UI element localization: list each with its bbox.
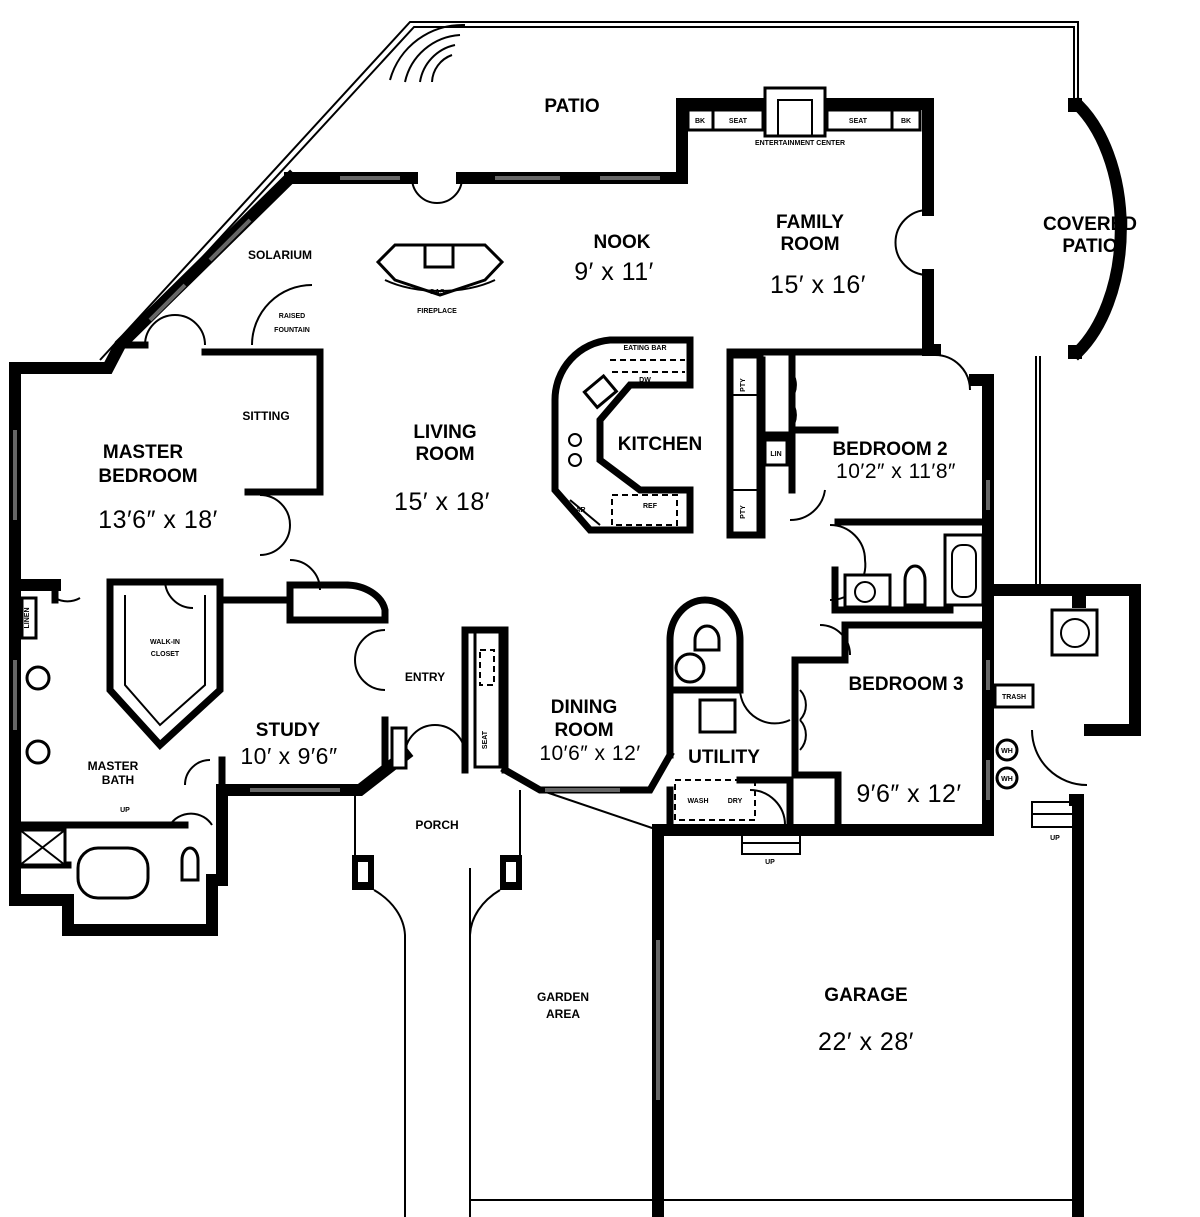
bookcase-label: BK	[901, 118, 911, 125]
water-heater-label: WH	[1001, 748, 1013, 755]
bedroom-2-dimensions: 10′2″ x 11′8″	[836, 460, 956, 483]
entertainment-center-label: ENTERTAINMENT CENTER	[755, 140, 845, 147]
raised-fountain-label: RAISED	[279, 313, 305, 320]
storage-fixtures: TRASH WH WH	[993, 594, 1099, 790]
dining-room-label: ROOM	[554, 720, 613, 741]
garage-label: GARAGE	[824, 985, 907, 1006]
up-label: UP	[765, 859, 775, 866]
garden-area-label: GARDEN	[537, 990, 589, 1004]
linen-closet	[763, 438, 789, 467]
family-room-dimensions: 15′ x 16′	[770, 271, 866, 299]
porch	[352, 790, 522, 1217]
bedroom-3-dimensions: 9′6″ x 12′	[856, 780, 961, 808]
eating-bar-label: EATING BAR	[623, 345, 666, 352]
up-label: UP	[120, 807, 130, 814]
patio-label: PATIO	[544, 96, 599, 117]
garden-area-label: AREA	[546, 1007, 580, 1021]
linen-label: LINEN	[24, 608, 31, 629]
bath-fixtures: WASH DRY LINEN	[18, 533, 985, 900]
dining-room-dimensions: 10′6″ x 12′	[539, 742, 640, 765]
nook-dimensions: 9′ x 11′	[574, 258, 654, 286]
entry-seat	[390, 726, 408, 770]
water-heater-label: WH	[1001, 776, 1013, 783]
kitchen-counters: EATING BAR REF DW BAR	[551, 336, 694, 534]
kitchen-label: KITCHEN	[618, 434, 702, 455]
master-bedroom-label: MASTER	[103, 442, 184, 463]
up-label: UP	[1050, 835, 1060, 842]
seat-label: SEAT	[729, 118, 748, 125]
walk-in-closet-label: WALK-IN	[150, 639, 180, 646]
bar-label: BAR	[570, 507, 585, 514]
raised-fountain-label: FOUNTAIN	[274, 327, 310, 334]
dishwasher-label: DW	[639, 377, 651, 384]
master-bath-label: MASTER	[88, 759, 139, 773]
garage-dimensions: 22′ x 28′	[818, 1028, 914, 1056]
porch-label: PORCH	[415, 818, 458, 832]
nook-label: NOOK	[594, 232, 651, 253]
study-dimensions: 10′ x 9′6″	[240, 743, 337, 769]
entry-label: ENTRY	[405, 670, 445, 684]
gas-fireplace	[375, 243, 505, 297]
gas-fireplace-label: GAS	[429, 289, 445, 296]
sitting-label: SITTING	[242, 409, 289, 423]
solarium-label: SOLARIUM	[248, 248, 312, 262]
pantry-label: PTY	[740, 505, 747, 519]
interior-walls	[11, 341, 992, 869]
walk-in-closet-label: CLOSET	[151, 651, 180, 658]
dryer-label: DRY	[728, 798, 743, 805]
dining-room-label: DINING	[551, 697, 618, 718]
living-room-label: ROOM	[415, 444, 474, 465]
seat-label: SEAT	[482, 730, 489, 749]
master-bath-label: BATH	[102, 773, 134, 787]
family-room-label: ROOM	[780, 234, 839, 255]
room-labels: PATIO FAMILY ROOM 15′ x 16′ COVERED PATI…	[88, 96, 1137, 1056]
washer-label: WASH	[688, 798, 709, 805]
gas-fireplace-label: FIREPLACE	[417, 308, 457, 315]
steps: UP UP UP	[120, 801, 1083, 866]
pantry-label: PTY	[740, 378, 747, 392]
patio-fountain	[389, 23, 466, 83]
refrigerator-label: REF	[643, 503, 658, 510]
bedroom-3-label: BEDROOM 3	[848, 674, 963, 695]
bookcase-label: BK	[695, 118, 705, 125]
trash-label: TRASH	[1002, 694, 1026, 701]
study-label: STUDY	[256, 720, 321, 741]
covered-patio-label: COVERED	[1043, 214, 1137, 235]
master-bedroom-label: BEDROOM	[98, 466, 197, 487]
family-room-label: FAMILY	[776, 212, 844, 233]
pantry: PTY PTY	[726, 351, 764, 539]
patio-column	[1068, 345, 1082, 359]
entertainment-center: BK SEAT SEAT BK ENTERTAINMENT CENTER	[686, 86, 922, 147]
seat-label: SEAT	[849, 118, 868, 125]
exterior-walls	[9, 21, 1141, 1217]
linen-label: LIN	[770, 451, 781, 458]
bedroom-2-label: BEDROOM 2	[832, 439, 947, 460]
living-room-label: LIVING	[413, 422, 476, 443]
living-room-dimensions: 15′ x 18′	[394, 488, 490, 516]
master-bedroom-dimensions: 13′6″ x 18′	[98, 506, 218, 534]
windows	[13, 176, 990, 1100]
covered-patio-label: PATIO	[1062, 236, 1117, 257]
patio-column	[1068, 98, 1082, 112]
utility-label: UTILITY	[688, 747, 760, 768]
